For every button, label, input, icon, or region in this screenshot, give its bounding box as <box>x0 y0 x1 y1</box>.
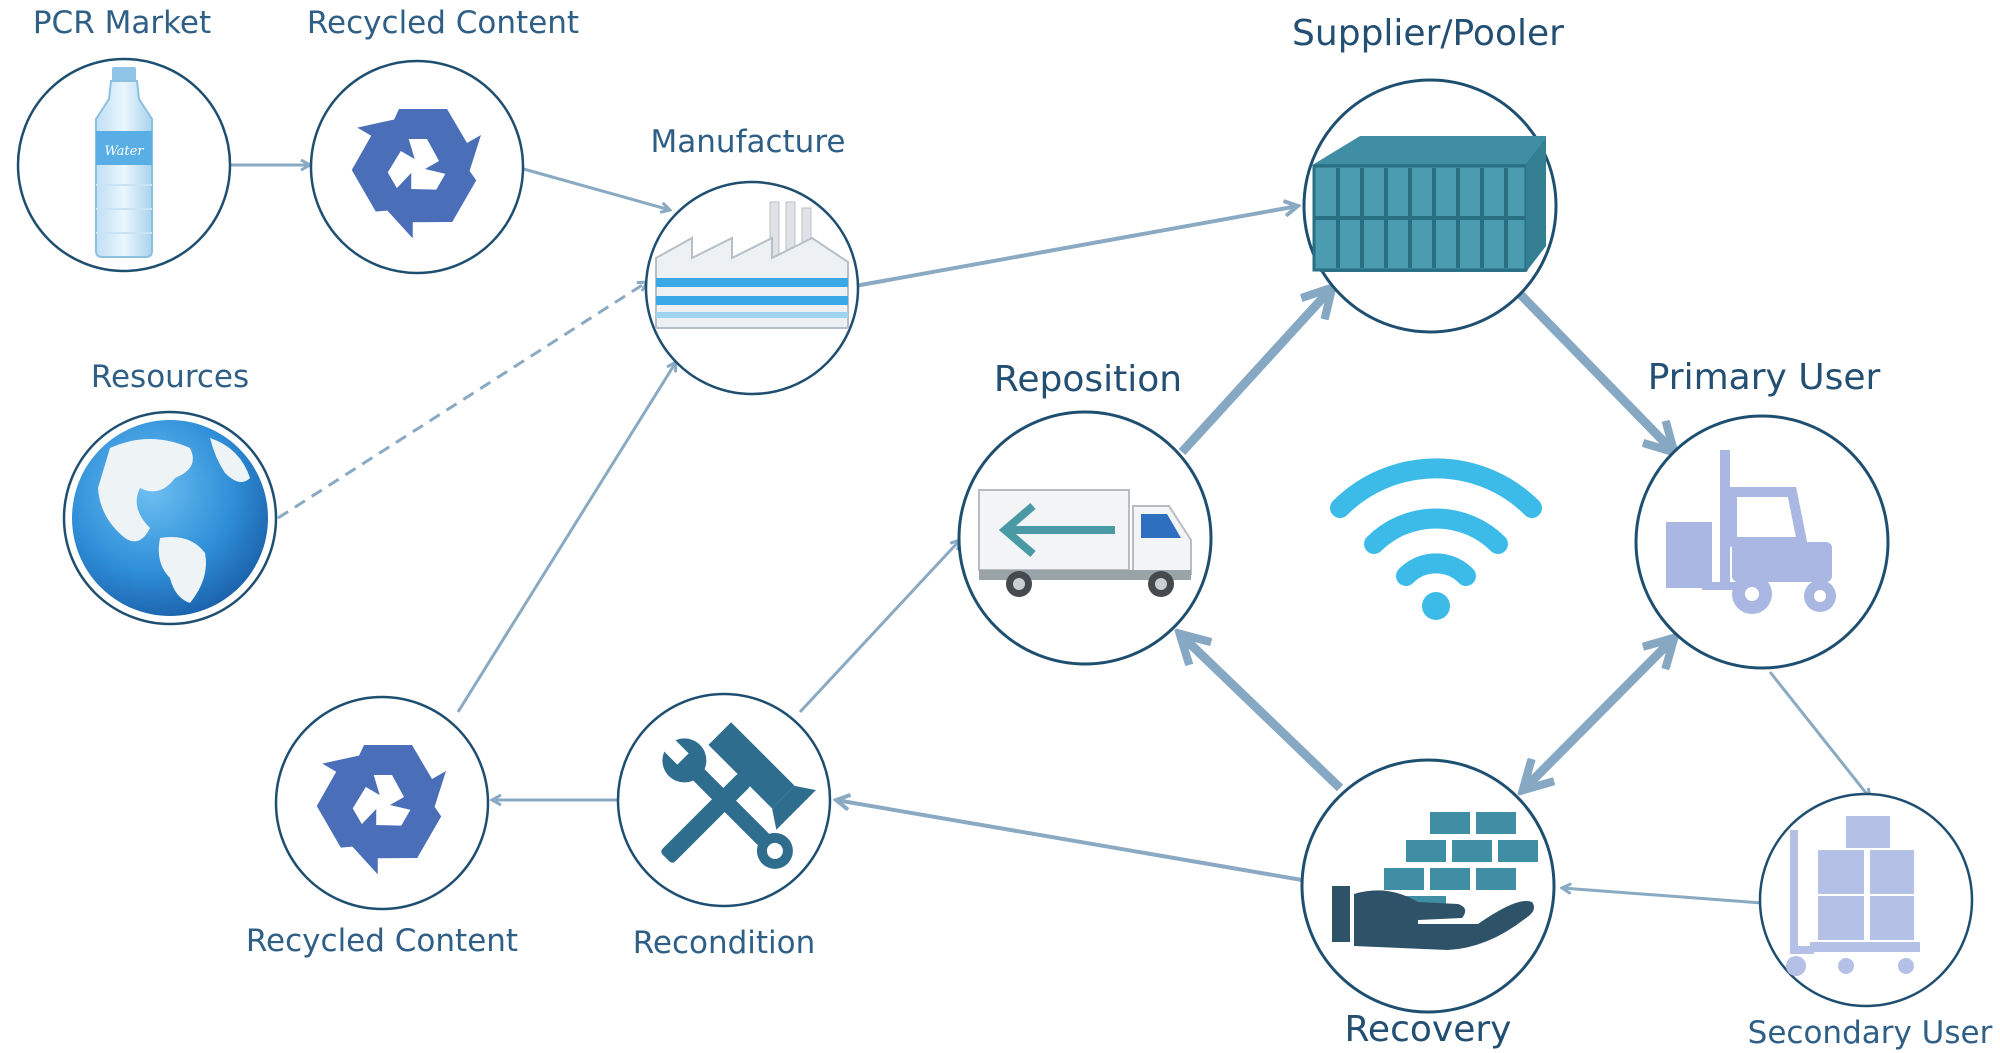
bottle-label: Water <box>104 144 144 159</box>
hand-truck-icon <box>1786 816 1920 976</box>
arrow-resources-to-manufacture <box>277 282 647 520</box>
factory-icon <box>655 201 849 329</box>
tools-icon <box>657 722 816 869</box>
label-resources: Resources <box>90 359 250 395</box>
hand-boxes-icon <box>1332 812 1538 950</box>
node-manufacture <box>644 180 860 396</box>
label-primary-user: Primary User <box>1647 357 1881 398</box>
node-recycled-content-bottom <box>274 695 490 911</box>
label-reposition: Reposition <box>993 359 1183 400</box>
arrow-recycled-bottom-to-manufacture <box>456 362 676 713</box>
forklift-icon <box>1666 450 1836 614</box>
label-recondition: Recondition <box>632 925 816 961</box>
label-pcr-market: PCR Market <box>32 5 212 41</box>
arrow-primary-recovery-bidirectional <box>1525 640 1672 788</box>
node-recovery <box>1300 758 1556 1014</box>
arrow-reposition-to-supplier <box>1178 290 1330 456</box>
label-recycled-content-top: Recycled Content <box>306 5 580 41</box>
node-pcr-market: Water <box>16 57 232 273</box>
arrow-recycled-to-manufacture <box>519 166 670 210</box>
water-bottle-icon: Water <box>95 67 153 258</box>
node-recycled-content-top <box>309 59 525 275</box>
label-supplier-pooler: Supplier/Pooler <box>1292 13 1564 54</box>
globe-icon <box>72 420 268 616</box>
label-recycled-content-bottom: Recycled Content <box>245 923 519 959</box>
arrow-primary-to-secondary <box>1768 671 1870 798</box>
truck-icon <box>978 489 1192 597</box>
arrow-manufacture-to-supplier <box>854 206 1298 288</box>
node-reposition <box>957 410 1213 666</box>
node-resources <box>62 410 278 626</box>
arrow-recovery-to-recondition <box>836 800 1303 882</box>
node-recondition <box>616 692 832 908</box>
arrow-secondary-to-recovery <box>1562 888 1763 905</box>
node-secondary-user <box>1758 792 1974 1008</box>
wifi-icon <box>1330 458 1542 620</box>
arrow-recovery-to-reposition <box>1182 636 1344 792</box>
arrow-supplier-to-primary <box>1514 288 1672 450</box>
crate-icon <box>1312 136 1546 272</box>
node-supplier-pooler <box>1302 78 1558 334</box>
node-primary-user <box>1634 414 1890 670</box>
label-manufacture: Manufacture <box>650 124 846 160</box>
arrow-recondition-to-reposition <box>798 540 960 714</box>
label-recovery: Recovery <box>1344 1009 1512 1050</box>
label-secondary-user: Secondary User <box>1747 1015 1993 1051</box>
